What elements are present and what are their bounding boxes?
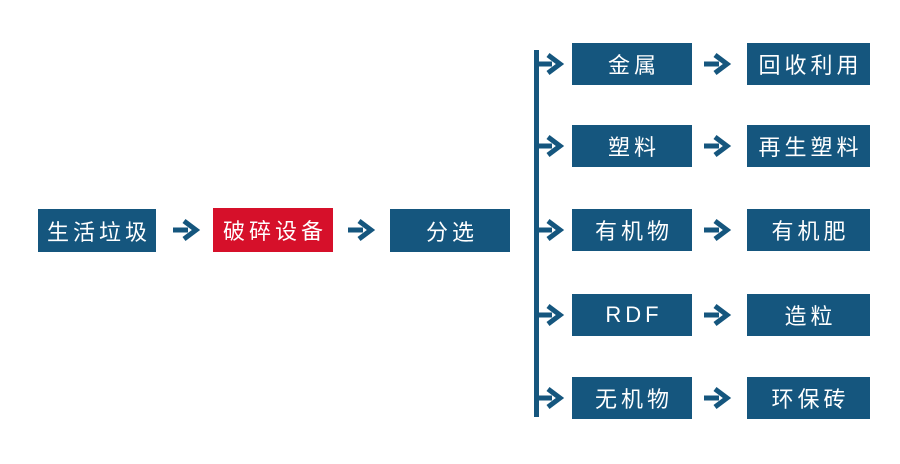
flow-box-household-waste: 生活垃圾: [38, 209, 156, 252]
flow-box-crushing-equipment: 破碎设备: [213, 208, 333, 252]
flow-box-eco-brick: 环保砖: [747, 377, 870, 419]
arrow-right-icon: [704, 219, 732, 241]
flow-box-organic-fertilizer: 有机肥: [747, 209, 870, 251]
arrow-right-icon: [173, 219, 201, 241]
arrow-right-icon: [704, 304, 732, 326]
flow-box-metal: 金属: [572, 43, 692, 85]
flow-box-sorting: 分选: [390, 209, 510, 252]
arrow-right-icon: [704, 387, 732, 409]
branch-connector-line: [534, 50, 539, 417]
branch-arrow-icon: [536, 135, 565, 157]
arrow-right-icon: [704, 53, 732, 75]
flow-box-plastic: 塑料: [572, 125, 692, 167]
flow-box-rdf: RDF: [572, 294, 692, 336]
branch-arrow-icon: [536, 304, 565, 326]
flow-box-organic-matter: 有机物: [572, 209, 692, 251]
flow-box-recycling: 回收利用: [747, 43, 870, 85]
flow-box-recycled-plastic: 再生塑料: [747, 125, 870, 167]
branch-arrow-icon: [536, 387, 565, 409]
arrow-right-icon: [704, 135, 732, 157]
arrow-right-icon: [348, 219, 376, 241]
flow-box-granulation: 造粒: [747, 294, 870, 336]
branch-arrow-icon: [536, 219, 565, 241]
branch-arrow-icon: [536, 53, 565, 75]
flow-box-inorganic-matter: 无机物: [572, 377, 692, 419]
